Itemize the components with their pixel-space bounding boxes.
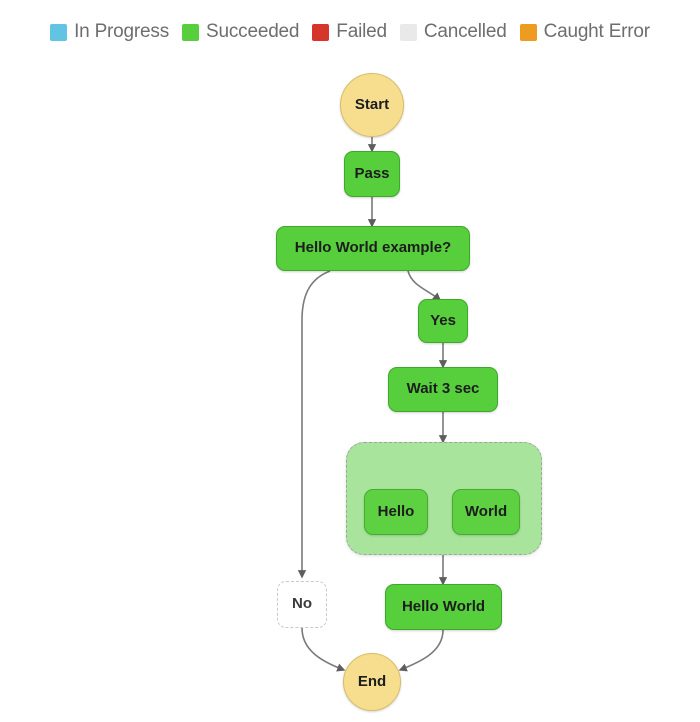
node-yes[interactable]: Yes	[418, 299, 468, 343]
legend-item-succeeded: Succeeded	[182, 21, 299, 43]
node-hello[interactable]: Hello	[364, 489, 428, 535]
node-hello-world[interactable]: Hello World	[385, 584, 502, 630]
legend-item-cancelled: Cancelled	[399, 21, 507, 43]
node-label: Yes	[430, 311, 456, 329]
node-label: Hello World example?	[294, 239, 452, 257]
node-label: End	[357, 672, 387, 690]
edge-choice-yes	[407, 270, 442, 301]
node-label: World	[464, 502, 508, 520]
square-swatch-icon	[182, 23, 200, 41]
square-swatch-icon	[399, 23, 417, 41]
edge-choice-no	[297, 270, 331, 579]
node-choice-hello-world-example[interactable]: Hello World example?	[276, 226, 470, 271]
node-label: Hello	[377, 502, 415, 520]
legend-label: Caught Error	[543, 21, 651, 42]
node-pass[interactable]: Pass	[344, 151, 400, 197]
node-label: Start	[354, 95, 390, 113]
legend-item-in-progress: In Progress	[50, 21, 169, 43]
square-swatch-icon	[312, 23, 330, 41]
legend-label: Failed	[336, 21, 387, 42]
node-end[interactable]: End	[343, 653, 401, 711]
status-legend: In Progress Succeeded Failed Cancelled C…	[0, 0, 700, 58]
legend-item-failed: Failed	[312, 21, 387, 43]
edge-helloworld-end	[398, 629, 444, 672]
node-wait-3-sec[interactable]: Wait 3 sec	[388, 367, 498, 412]
node-label: No	[292, 595, 312, 613]
node-label: Hello World	[401, 597, 486, 615]
legend-label: In Progress	[74, 21, 170, 42]
node-no[interactable]: No	[277, 581, 327, 628]
legend-item-caught-error: Caught Error	[519, 21, 651, 43]
square-swatch-icon	[519, 23, 537, 41]
node-label: Pass	[354, 164, 390, 182]
node-label: Wait 3 sec	[406, 380, 480, 398]
legend-label: Cancelled	[423, 21, 507, 42]
node-start[interactable]: Start	[340, 73, 404, 137]
legend-label: Succeeded	[206, 21, 300, 42]
square-swatch-icon	[50, 23, 68, 41]
node-world[interactable]: World	[452, 489, 520, 535]
edge-no-end	[301, 627, 346, 672]
